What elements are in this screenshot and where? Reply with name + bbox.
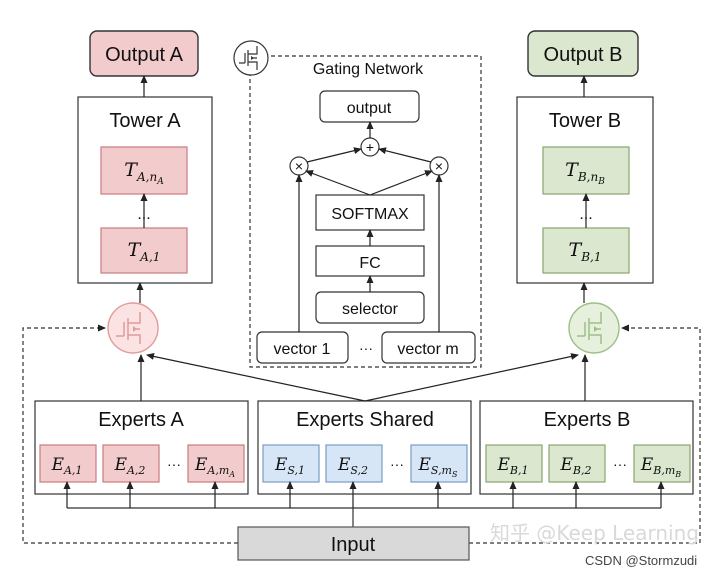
csdn-watermark: CSDN @Stormzudi bbox=[585, 553, 697, 568]
expert-s-m-label: ES,mS bbox=[418, 455, 459, 479]
tower-b-cell-bottom-label: TB,1 bbox=[569, 239, 602, 264]
softmax-to-multiply-right bbox=[369, 170, 433, 196]
gating-output-label: output bbox=[347, 100, 392, 117]
gating-network-gate-icon bbox=[233, 40, 269, 76]
expert-s-m-cell bbox=[410, 444, 468, 483]
experts-shared-to-gate-b bbox=[364, 353, 579, 402]
tower-b-cell-bottom bbox=[542, 227, 630, 274]
experts-shared-title: Experts Shared bbox=[296, 409, 434, 431]
vector-last-box bbox=[381, 331, 476, 364]
fc-label: FC bbox=[359, 255, 380, 272]
multiply-right-label: × bbox=[435, 158, 443, 174]
input-bus-arrows bbox=[63, 481, 665, 508]
expert-b-1-cell bbox=[485, 444, 543, 483]
input-label: Input bbox=[331, 534, 376, 556]
experts-a-title: Experts A bbox=[98, 409, 184, 431]
tower-a-title: Tower A bbox=[109, 110, 181, 132]
expert-a-m-label: EA,mA bbox=[194, 455, 235, 479]
tower-a-cell-top-label: TA,nA bbox=[124, 159, 164, 187]
experts-shared-to-gate-a bbox=[146, 353, 366, 402]
softmax-to-multiply-left bbox=[305, 170, 371, 196]
expert-s-2-label: ES,2 bbox=[337, 455, 368, 477]
multiply-right-to-plus bbox=[378, 147, 432, 163]
expert-a-1-cell bbox=[39, 444, 97, 483]
expert-s-1-label: ES,1 bbox=[274, 455, 305, 477]
tower-a-cell-bottom-label: TA,1 bbox=[128, 239, 161, 264]
selector-label: selector bbox=[342, 301, 399, 318]
plus-node-label: + bbox=[366, 139, 374, 155]
experts-shared-ellipsis: ··· bbox=[390, 456, 404, 472]
tower-b-cell-top bbox=[542, 146, 630, 195]
expert-b-1-label: EB,1 bbox=[496, 455, 528, 477]
expert-a-m-cell bbox=[187, 444, 245, 483]
experts-a-ellipsis: ··· bbox=[167, 456, 181, 472]
vector-first-label: vector 1 bbox=[274, 341, 331, 358]
multiply-left-to-plus bbox=[306, 147, 362, 163]
vector-last-label: vector m bbox=[397, 341, 458, 358]
expert-b-2-label: EB,2 bbox=[559, 455, 591, 477]
gate-b-icon bbox=[568, 302, 620, 354]
tower-a-cell-top bbox=[100, 146, 188, 195]
gating-network-box bbox=[249, 55, 482, 368]
input-to-gate-b-dashed bbox=[469, 324, 701, 544]
gating-network-title: Gating Network bbox=[313, 61, 424, 78]
expert-b-m-cell bbox=[633, 444, 691, 483]
input-box bbox=[237, 526, 470, 561]
zhihu-watermark: 知乎 @Keep Learning bbox=[490, 521, 699, 545]
output-b-label: Output B bbox=[544, 44, 623, 66]
softmax-label: SOFTMAX bbox=[331, 206, 409, 223]
experts-b-title: Experts B bbox=[544, 409, 631, 431]
input-to-gate-a-dashed bbox=[22, 324, 238, 544]
multiply-left-label: × bbox=[295, 158, 303, 174]
fc-box bbox=[315, 245, 425, 277]
expert-b-m-label: EB,mB bbox=[640, 455, 681, 479]
gate-a-icon bbox=[107, 302, 159, 354]
expert-a-2-label: EA,2 bbox=[114, 455, 146, 477]
vector-ellipsis: ··· bbox=[359, 340, 373, 356]
softmax-box bbox=[315, 194, 425, 231]
vector-first-box bbox=[256, 331, 349, 364]
tower-b-title: Tower B bbox=[549, 110, 621, 132]
output-a-label: Output A bbox=[105, 44, 183, 66]
tower-b-cell-top-label: TB,nB bbox=[565, 159, 605, 187]
expert-s-2-cell bbox=[325, 444, 383, 483]
expert-a-2-cell bbox=[102, 444, 160, 483]
tower-a-cell-bottom bbox=[100, 227, 188, 274]
experts-b-ellipsis: ··· bbox=[613, 456, 627, 472]
expert-a-1-label: EA,1 bbox=[51, 455, 83, 477]
